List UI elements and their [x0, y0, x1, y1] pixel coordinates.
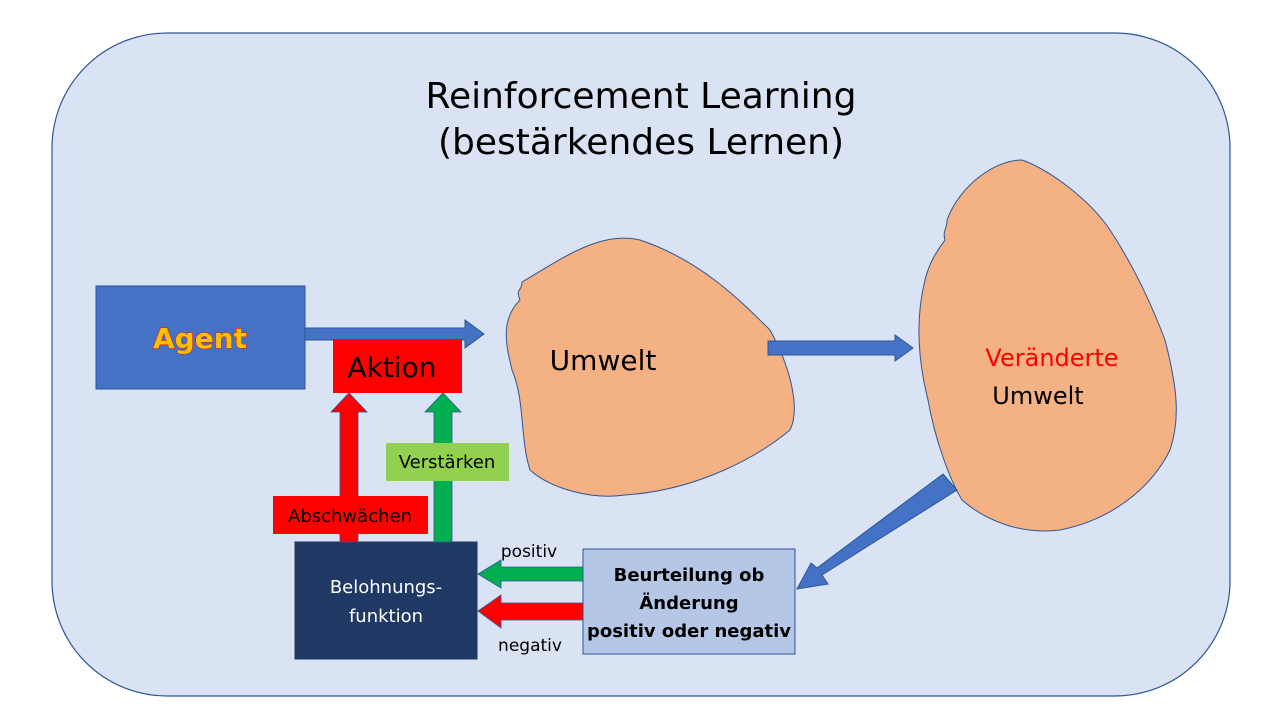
- aktion-label: Aktion: [347, 351, 436, 384]
- agent-label: Agent: [153, 322, 247, 355]
- veraenderte-to-beurteilung-arrow: [796, 473, 958, 590]
- veraenderte-label-line-1: Veränderte: [985, 344, 1118, 372]
- umwelt-to-veraenderte-arrow: [767, 334, 914, 362]
- positiv-label: positiv: [501, 542, 557, 562]
- beurteilung-line-2: Änderung: [639, 592, 738, 614]
- abschwaechen-label: Abschwächen: [288, 506, 412, 527]
- belohnungsfunktion-box: [294, 541, 478, 660]
- agent-box: [95, 285, 306, 390]
- veraenderte-label-line-2: Umwelt: [992, 382, 1083, 410]
- belohnungsfunktion-line-1: Belohnungs-: [330, 577, 442, 598]
- verstaerken-label: Verstärken: [399, 452, 496, 473]
- abschwaechen-label-box: [273, 496, 428, 534]
- umwelt-label: Umwelt: [550, 344, 657, 377]
- positiv-arrow: [477, 559, 584, 589]
- beurteilung-line-1: Beurteilung ob: [614, 565, 765, 586]
- belohnungsfunktion-line-2: funktion: [349, 606, 423, 627]
- negativ-arrow: [477, 594, 584, 629]
- aktion-box: [333, 339, 462, 393]
- veraenderte-umwelt-blob: [918, 159, 1177, 532]
- verstaerken-label-box: [386, 443, 509, 481]
- title-line-2: (bestärkendes Lernen): [438, 122, 844, 163]
- beurteilung-line-3: positiv oder negativ: [587, 621, 791, 642]
- negativ-label: negativ: [498, 636, 562, 656]
- beurteilung-box: [582, 548, 796, 655]
- umwelt-blob: [505, 237, 795, 497]
- title-line-1: Reinforcement Learning: [426, 76, 857, 117]
- agent-to-umwelt-arrow: [304, 319, 485, 349]
